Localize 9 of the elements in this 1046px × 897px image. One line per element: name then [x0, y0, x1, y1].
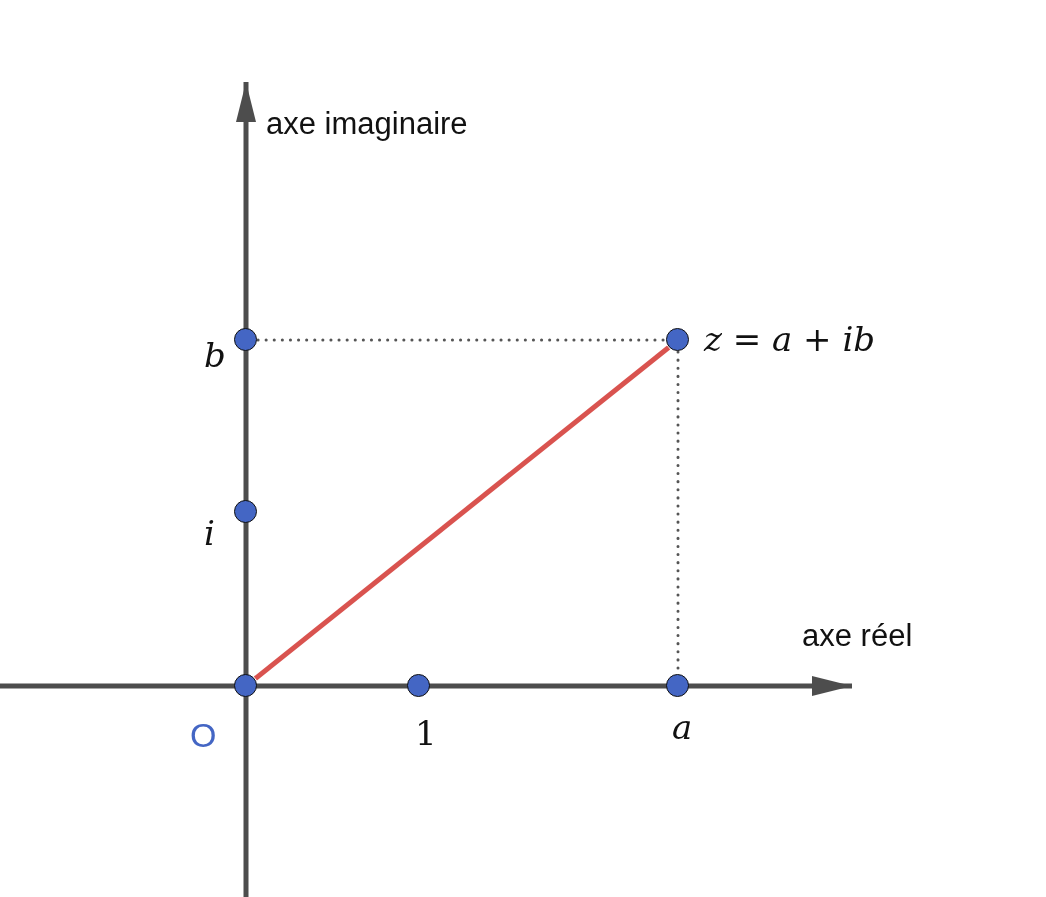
- axis-label: axe réel: [802, 620, 913, 651]
- point-label: a: [672, 710, 693, 744]
- point-label: i: [204, 516, 215, 550]
- point-label: b: [204, 338, 226, 372]
- axis-label: axe imaginaire: [266, 108, 468, 139]
- point-label: O: [190, 718, 217, 752]
- point-label: z = a + ib: [704, 322, 876, 356]
- point-label: 1: [415, 716, 437, 750]
- segment: [253, 345, 671, 681]
